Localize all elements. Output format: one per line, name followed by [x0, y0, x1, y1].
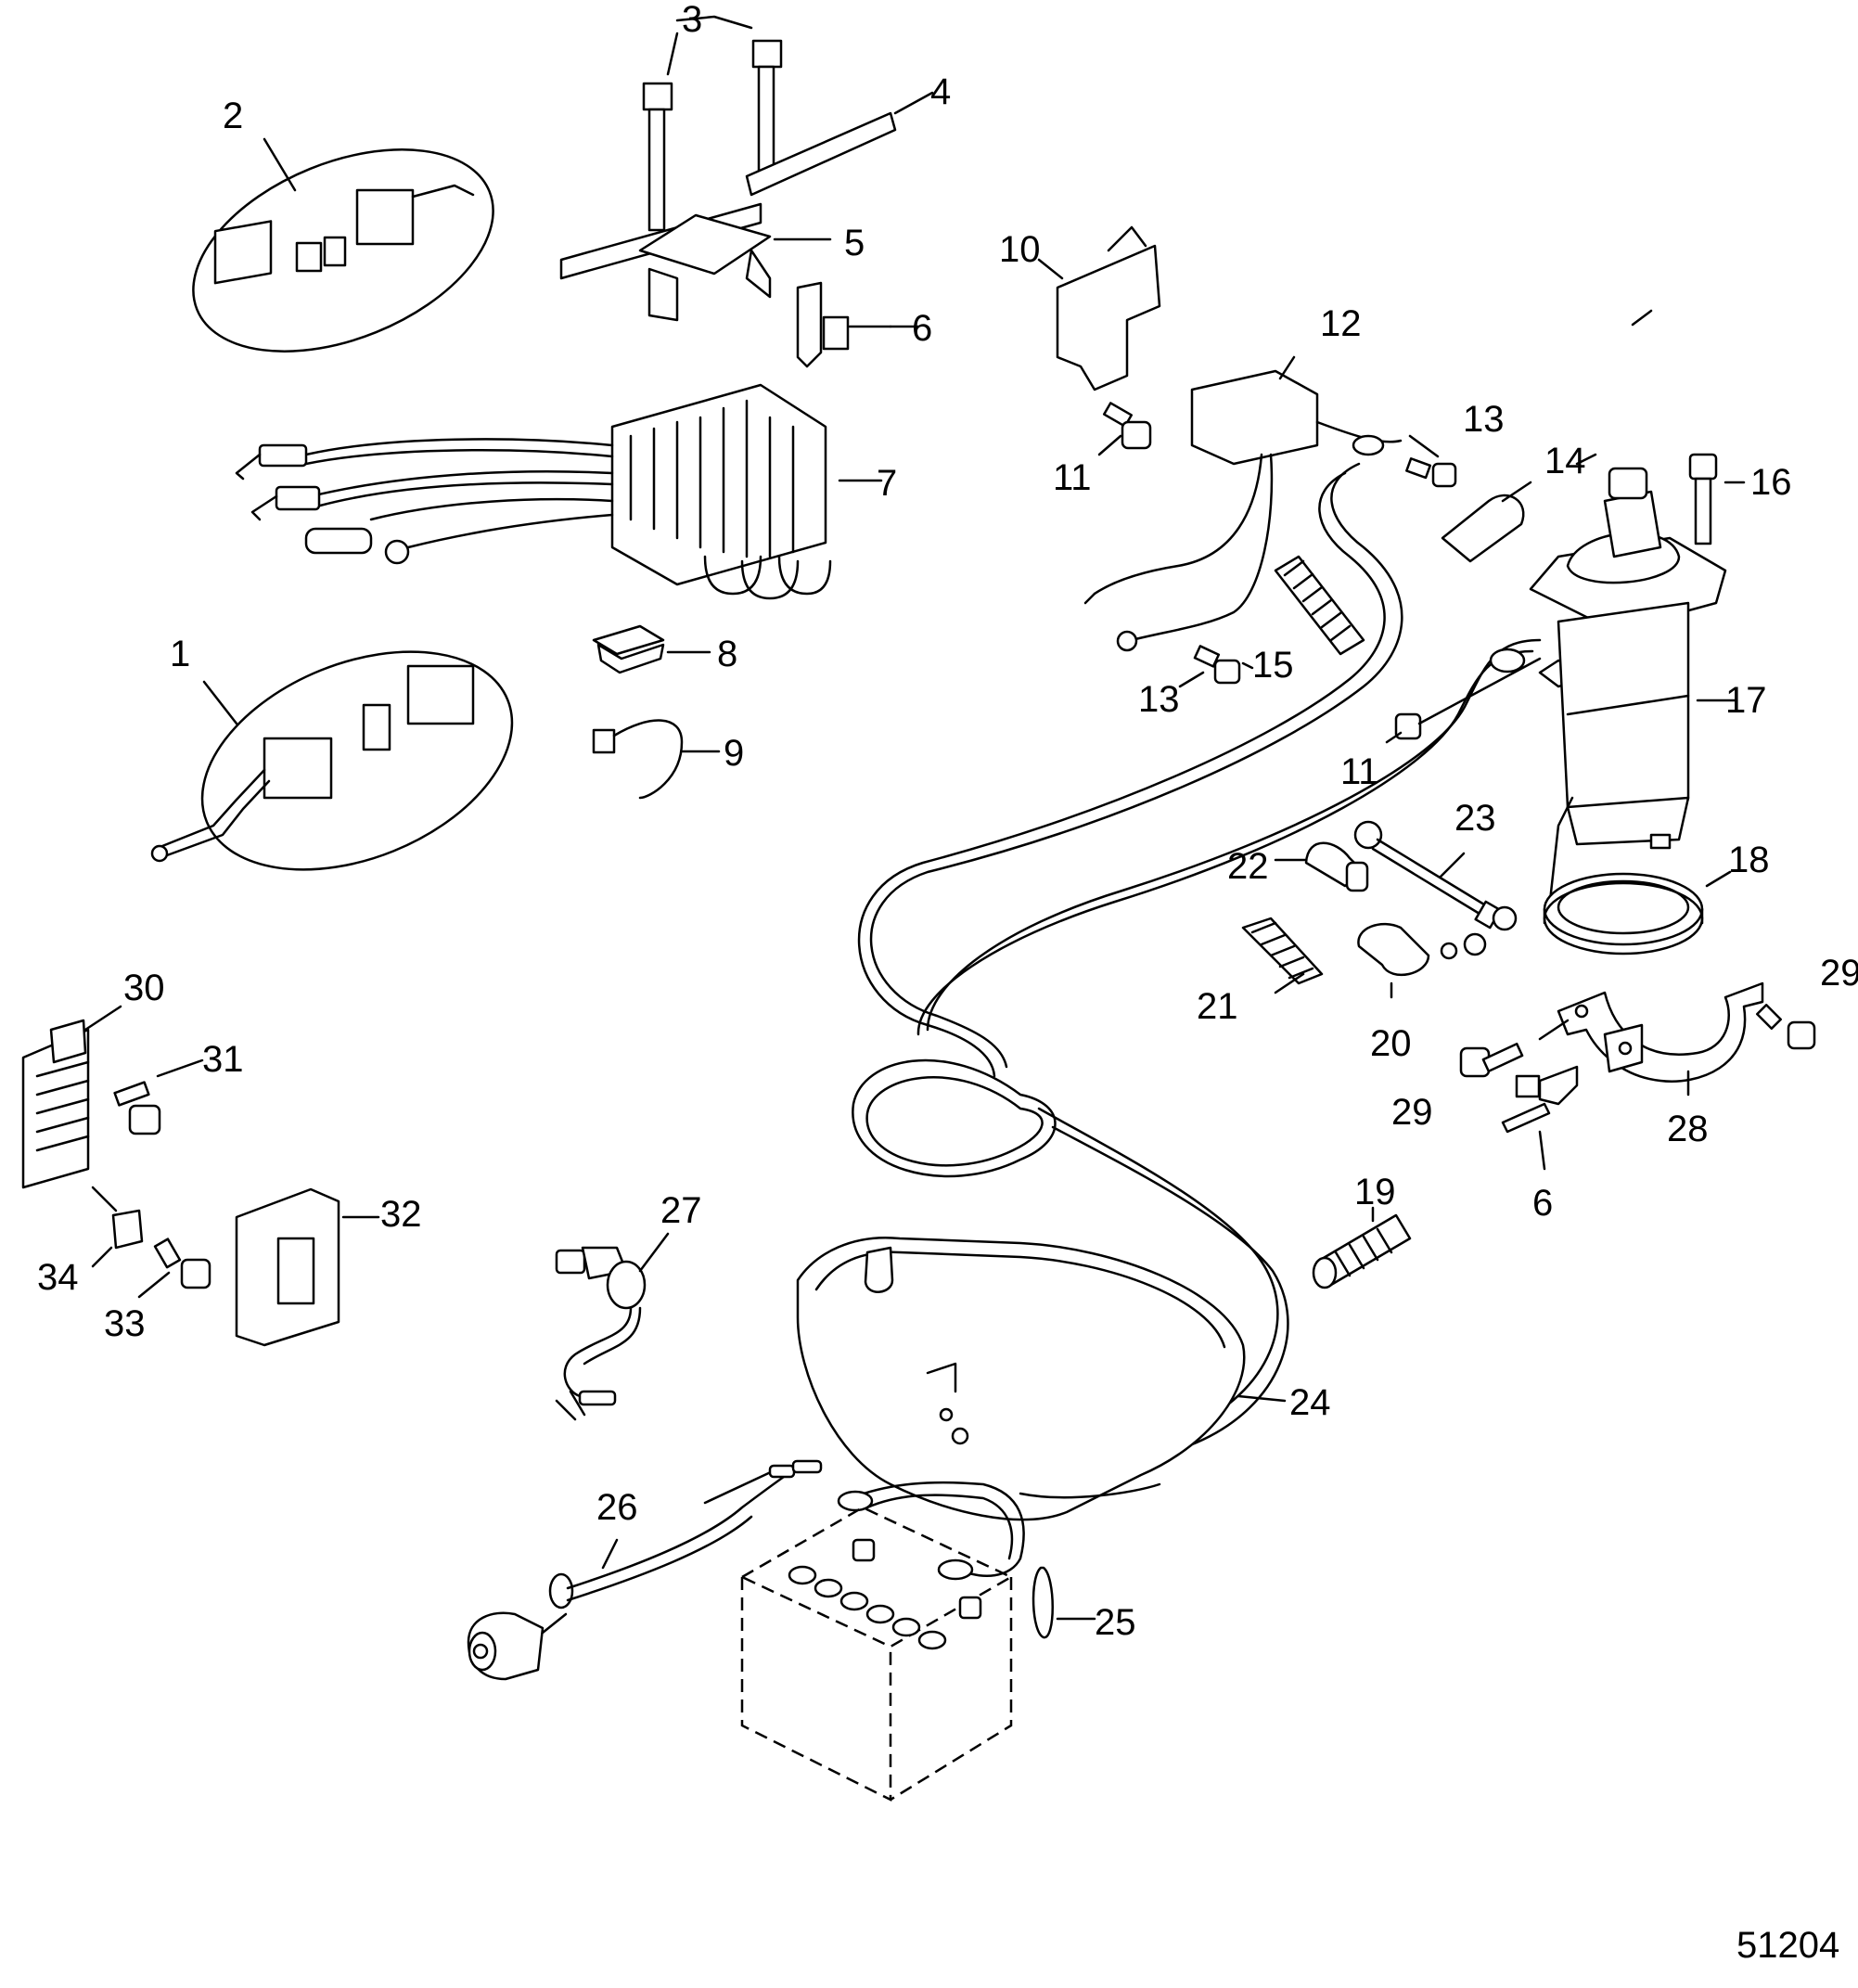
part-27-sensor [555, 1232, 670, 1421]
part-20-boot [1357, 922, 1487, 999]
callout-7: 7 [877, 463, 897, 504]
part-10-bracket [1037, 225, 1161, 391]
callout-20: 20 [1370, 1023, 1412, 1064]
part-28-clamp [1557, 981, 1764, 1097]
battery [739, 1506, 1014, 1802]
callout-34: 34 [37, 1257, 79, 1298]
part-18-band [1543, 870, 1732, 956]
part-15-sleeve [1274, 555, 1365, 656]
callout-11-lower: 11 [1340, 751, 1379, 792]
part-30-heat-sink [21, 1005, 122, 1189]
callout-6-lower: 6 [1532, 1183, 1553, 1224]
part-7-regulator [235, 383, 883, 600]
callout-19: 19 [1354, 1172, 1396, 1212]
callout-18: 18 [1728, 840, 1770, 880]
part-13-screw-upper [1405, 434, 1457, 488]
part-29-bolt-left [1459, 1019, 1570, 1078]
part-4-strap [745, 91, 934, 197]
callout-10: 10 [999, 229, 1041, 270]
part-33-screw [137, 1238, 211, 1299]
part-11-screw-upper [1097, 402, 1152, 456]
part-29-bolt-right [1756, 1004, 1816, 1050]
part-31-screw [113, 1058, 204, 1135]
part-12-relay [1083, 355, 1403, 652]
part-3-bolts [642, 15, 783, 232]
part-26-harness [467, 1459, 1025, 1681]
part-19-sleeve [1312, 1206, 1412, 1289]
figure-number: 51204 [1736, 1925, 1839, 1966]
callout-16: 16 [1750, 462, 1792, 503]
part-32-cover [235, 1187, 380, 1347]
callout-23: 23 [1454, 798, 1496, 839]
part-1-relay-kit [150, 650, 514, 871]
callout-9: 9 [724, 733, 744, 774]
part-25-tie [1032, 1566, 1096, 1639]
callout-22: 22 [1227, 846, 1269, 887]
part-2-relay-kit [192, 148, 494, 353]
callout-32: 32 [380, 1194, 422, 1235]
callout-33: 33 [104, 1303, 146, 1344]
callout-2: 2 [223, 96, 243, 136]
callout-25: 25 [1095, 1602, 1136, 1643]
part-16-bolt [1688, 453, 1746, 545]
callout-5: 5 [844, 223, 865, 263]
callout-14: 14 [1544, 441, 1586, 481]
callout-29-left: 29 [1391, 1092, 1433, 1133]
callout-4: 4 [930, 71, 951, 112]
callout-15: 15 [1252, 645, 1294, 686]
callout-21: 21 [1197, 986, 1238, 1027]
part-13-screw-lower [1178, 645, 1241, 688]
callout-12: 12 [1320, 303, 1362, 344]
part-23-cable [1353, 820, 1518, 931]
callout-17: 17 [1725, 680, 1767, 721]
part-5-bracket [559, 202, 832, 322]
part-17-starter-motor [1529, 467, 1736, 911]
callout-24: 24 [1289, 1382, 1331, 1423]
callout-30: 30 [123, 968, 165, 1008]
callout-8: 8 [717, 634, 737, 674]
callout-26: 26 [596, 1487, 638, 1528]
callout-6-upper: 6 [912, 308, 932, 349]
callout-31: 31 [202, 1039, 244, 1080]
leader-lines [202, 137, 1653, 725]
part-8-cap [592, 624, 711, 674]
callout-labels: 1 2 3 4 5 6 6 7 8 9 10 11 11 12 13 13 14… [37, 0, 1858, 1643]
part-6-clip-lower [1501, 1065, 1579, 1171]
part-11-screw-lower [1385, 657, 1542, 744]
callout-1: 1 [170, 634, 190, 674]
callout-28: 28 [1667, 1109, 1709, 1149]
part-14-boot [1441, 481, 1532, 563]
callout-27: 27 [660, 1190, 702, 1231]
callout-29-right: 29 [1820, 953, 1858, 994]
part-6-clip-upper [796, 281, 892, 368]
callout-13-lower: 13 [1138, 679, 1180, 720]
part-34-spacer [91, 1186, 144, 1268]
part-24-lower-cowl [796, 1237, 1287, 1521]
callout-3: 3 [682, 0, 702, 40]
callout-11-upper: 11 [1053, 457, 1092, 498]
part-9-tie-strap [592, 719, 721, 800]
part-22-boot [1274, 841, 1369, 892]
callout-13-upper: 13 [1463, 399, 1505, 440]
part-21-sleeve [1241, 917, 1324, 994]
